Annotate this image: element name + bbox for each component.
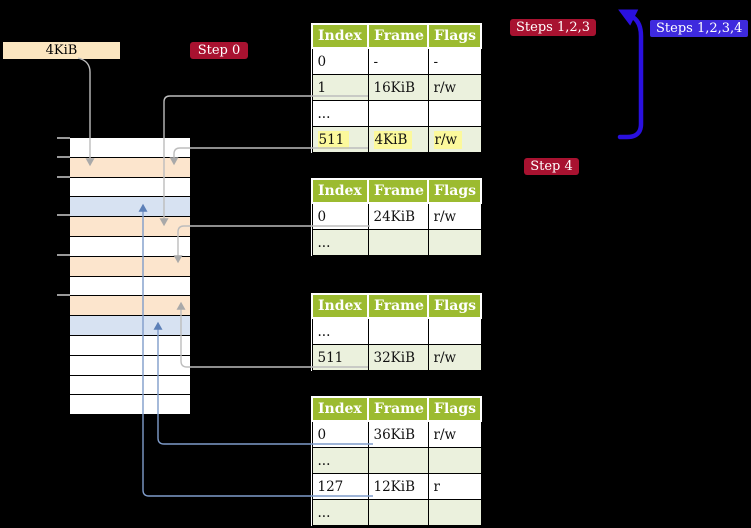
memory-tick — [57, 294, 70, 296]
cell-frame: 32KiB — [367, 344, 429, 371]
cell-index: ... — [311, 229, 369, 256]
page-table-1: Index Frame Flags 0 - - 1 16KiB r/w ... … — [311, 23, 482, 153]
memory-row — [70, 138, 190, 158]
page-table-4: Index Frame Flags 0 36KiB r/w ... 127 12… — [311, 396, 482, 526]
cell-flags: r/w — [427, 126, 482, 153]
col-header-flags: Flags — [427, 23, 482, 49]
col-header-flags: Flags — [427, 396, 482, 422]
cell-flags: r — [427, 473, 482, 500]
cell-frame: 16KiB — [367, 74, 429, 101]
table-row: 1 16KiB r/w — [311, 74, 482, 101]
memory-row — [70, 316, 190, 336]
memory-row — [70, 177, 190, 198]
memory-row — [70, 296, 190, 317]
memory-row — [70, 276, 190, 297]
memory-row — [70, 355, 190, 376]
cell-frame — [367, 229, 429, 256]
page-table-2: Index Frame Flags 0 24KiB r/w ... — [311, 178, 482, 256]
cell-frame: 12KiB — [367, 473, 429, 500]
table-row: ... — [311, 317, 482, 345]
cell-flags — [427, 229, 482, 256]
col-header-frame: Frame — [367, 293, 429, 319]
cell-index: ... — [311, 447, 369, 474]
table-row: 0 24KiB r/w — [311, 202, 482, 230]
cell-index: 511 — [311, 126, 369, 153]
col-header-index: Index — [311, 396, 369, 422]
steps1234-badge: Steps 1,2,3,4 — [650, 20, 749, 37]
cell-frame: - — [367, 47, 429, 75]
cell-frame: 4KiB — [367, 126, 429, 153]
cell-index: 127 — [311, 473, 369, 500]
table-header-row: Index Frame Flags — [311, 293, 482, 319]
cell-frame — [367, 447, 429, 474]
table-row: ... — [311, 100, 482, 127]
cell-index: 1 — [311, 74, 369, 101]
cell-flags — [427, 317, 482, 345]
cell-flags — [427, 499, 482, 526]
page-table-3: Index Frame Flags ... 511 32KiB r/w — [311, 293, 482, 371]
table-row: ... — [311, 229, 482, 256]
memory-tick — [57, 176, 70, 178]
cell-flags: r/w — [427, 420, 482, 448]
memory-row — [70, 375, 190, 396]
cell-flags — [427, 447, 482, 474]
col-header-flags: Flags — [427, 178, 482, 204]
cell-flags — [427, 100, 482, 127]
steps123-badge: Steps 1,2,3 — [510, 19, 597, 36]
memory-tick — [57, 214, 70, 216]
col-header-index: Index — [311, 178, 369, 204]
highlight: r/w — [433, 130, 463, 149]
table-row: ... — [311, 447, 482, 474]
table-header-row: Index Frame Flags — [311, 396, 482, 422]
repeat-steps-arrow — [617, 9, 644, 140]
memory-tick — [57, 254, 70, 256]
memory-row — [70, 217, 190, 237]
cell-flags: r/w — [427, 74, 482, 101]
table-header-row: Index Frame Flags — [311, 23, 482, 49]
col-header-frame: Frame — [367, 178, 429, 204]
cell-index: 0 — [311, 47, 369, 75]
table-row: 0 36KiB r/w — [311, 420, 482, 448]
memory-row — [70, 157, 190, 178]
col-header-frame: Frame — [367, 396, 429, 422]
col-header-index: Index — [311, 23, 369, 49]
table-row: 127 12KiB r — [311, 473, 482, 500]
cell-frame — [367, 499, 429, 526]
col-header-index: Index — [311, 293, 369, 319]
table-row: 511 32KiB r/w — [311, 344, 482, 371]
memory-row — [70, 236, 190, 257]
cell-flags: r/w — [427, 202, 482, 230]
highlight: 4KiB — [373, 130, 413, 149]
memory-row — [70, 197, 190, 218]
frame-size-label: 4KiB — [3, 42, 120, 59]
memory-row — [70, 395, 190, 416]
memory-row — [70, 335, 190, 356]
cell-frame — [367, 100, 429, 127]
step0-badge: Step 0 — [190, 42, 248, 59]
cell-frame — [367, 317, 429, 345]
cell-frame: 36KiB — [367, 420, 429, 448]
cell-flags: - — [427, 47, 482, 75]
col-header-frame: Frame — [367, 23, 429, 49]
table-row-highlighted: 511 4KiB r/w — [311, 126, 482, 153]
memory-tick — [57, 137, 70, 139]
cell-flags: r/w — [427, 344, 482, 371]
table-row: 0 - - — [311, 47, 482, 75]
memory-column — [70, 138, 190, 416]
col-header-flags: Flags — [427, 293, 482, 319]
step4-badge: Step 4 — [524, 158, 579, 175]
table-row: ... — [311, 499, 482, 526]
cell-index: ... — [311, 317, 369, 345]
cell-index: ... — [311, 499, 369, 526]
cell-index: 0 — [311, 202, 369, 230]
cell-index: 511 — [311, 344, 369, 371]
memory-tick — [57, 156, 70, 158]
cell-index: 0 — [311, 420, 369, 448]
memory-row — [70, 256, 190, 277]
cell-index: ... — [311, 100, 369, 127]
highlight: 511 — [317, 130, 350, 149]
table-header-row: Index Frame Flags — [311, 178, 482, 204]
cell-frame: 24KiB — [367, 202, 429, 230]
